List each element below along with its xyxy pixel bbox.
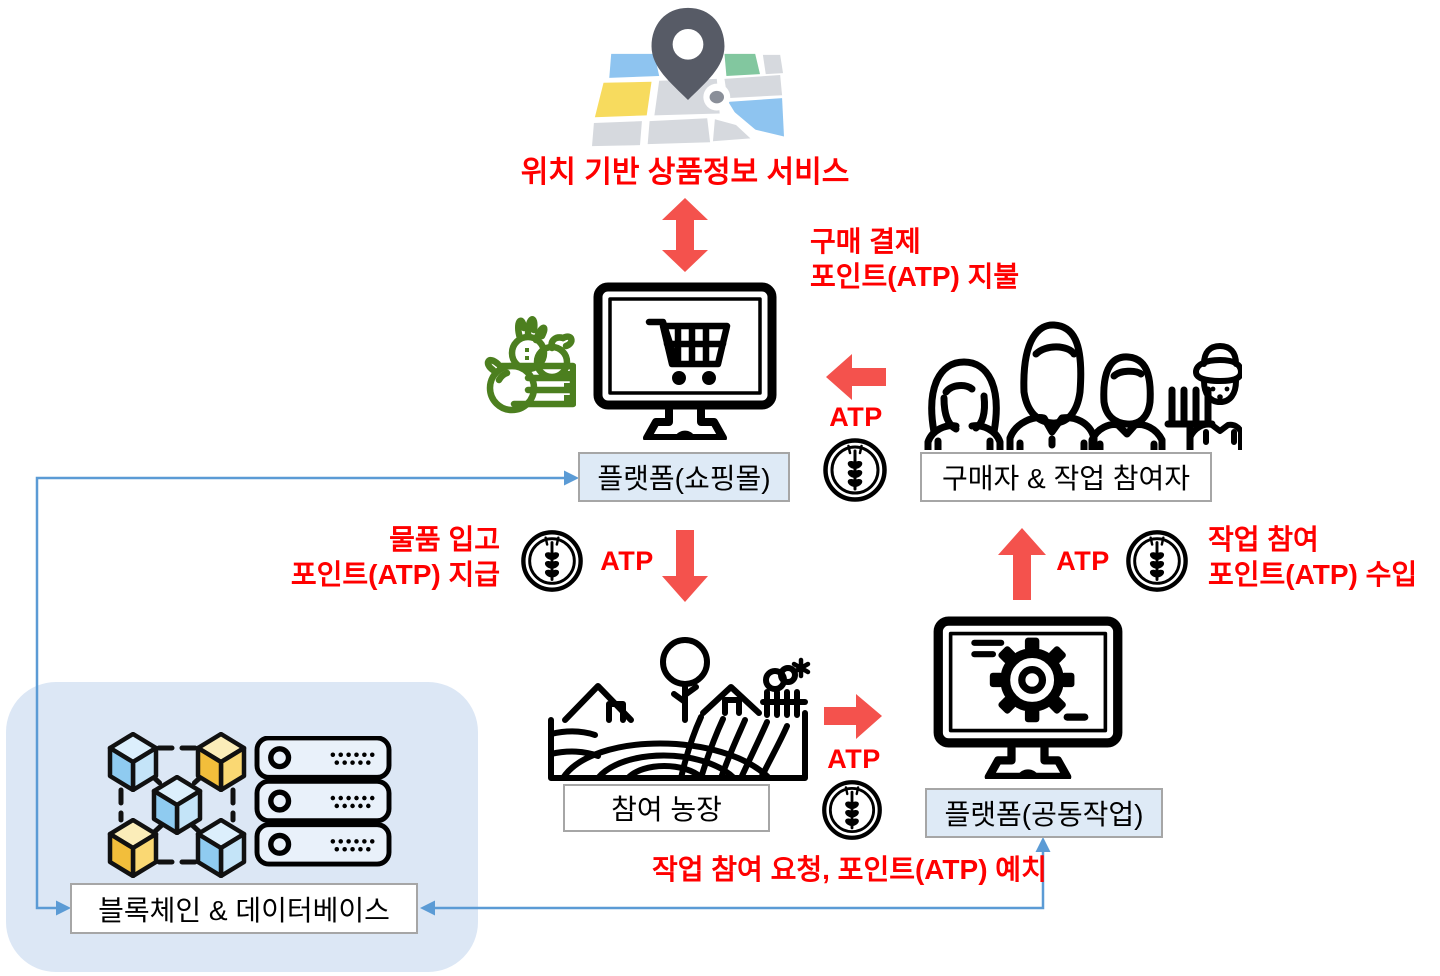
- note-stock: 물품 입고 포인트(ATP) 지급: [270, 522, 500, 592]
- note-request: 작업 참여 요청, 포인트(ATP) 예치: [652, 852, 1047, 887]
- note-purchase-line2: 포인트(ATP) 지불: [810, 261, 1020, 292]
- node-blockchain-db: 블록체인 & 데이터베이스: [70, 883, 418, 934]
- buyers-and-farmer-icon: [924, 321, 1242, 450]
- atp-label-stock: ATP: [600, 546, 654, 576]
- double-arrow-icon: [662, 198, 708, 272]
- note-stock-line2: 포인트(ATP) 지급: [290, 559, 500, 590]
- map-location-icon: [592, 7, 784, 147]
- diagram-title: 위치 기반 상품정보 서비스: [520, 156, 850, 189]
- produce-basket-icon: [484, 316, 576, 414]
- arrow-left-icon: [826, 354, 886, 400]
- note-work: 작업 참여 포인트(ATP) 수입: [1208, 522, 1417, 592]
- note-stock-line1: 물품 입고: [389, 524, 500, 555]
- atp-label-work: ATP: [1056, 546, 1110, 576]
- wheat-coin-icon: [519, 528, 585, 594]
- server-rack-icon: [254, 736, 392, 867]
- note-purchase-line1: 구매 결제: [810, 226, 921, 257]
- note-purchase: 구매 결제 포인트(ATP) 지불: [810, 224, 1019, 294]
- node-shopping-platform: 플랫폼(쇼핑몰): [578, 452, 790, 502]
- note-work-line1: 작업 참여: [1208, 524, 1319, 555]
- note-request-text: 작업 참여 요청, 포인트(ATP) 예치: [652, 854, 1047, 885]
- wheat-coin-icon: [821, 436, 889, 504]
- arrow-right-icon: [824, 694, 882, 739]
- arrow-up-icon: [998, 528, 1046, 600]
- farm-fields-icon: [548, 637, 811, 781]
- node-farm: 참여 농장: [563, 784, 770, 832]
- blockchain-cubes-icon: [103, 728, 253, 878]
- node-coop-platform: 플랫폼(공동작업): [925, 788, 1163, 838]
- note-work-line2: 포인트(ATP) 수입: [1208, 559, 1418, 590]
- gear-monitor-icon: [933, 616, 1123, 779]
- node-coop-platform-label: 플랫폼(공동작업): [944, 799, 1144, 830]
- shopping-mall-monitor-icon: [593, 282, 777, 440]
- arrow-down-icon: [662, 530, 708, 602]
- atp-label-buy: ATP: [829, 402, 883, 432]
- node-farm-label: 참여 농장: [611, 794, 722, 825]
- wheat-coin-icon: [1124, 528, 1190, 594]
- node-buyers-workers: 구매자 & 작업 참여자: [920, 452, 1212, 502]
- wheat-coin-icon: [820, 778, 884, 842]
- node-buyers-workers-label: 구매자 & 작업 참여자: [941, 463, 1191, 494]
- node-shopping-platform-label: 플랫폼(쇼핑몰): [597, 463, 771, 494]
- node-blockchain-db-label: 블록체인 & 데이터베이스: [98, 894, 390, 926]
- atp-label-farm: ATP: [827, 744, 881, 774]
